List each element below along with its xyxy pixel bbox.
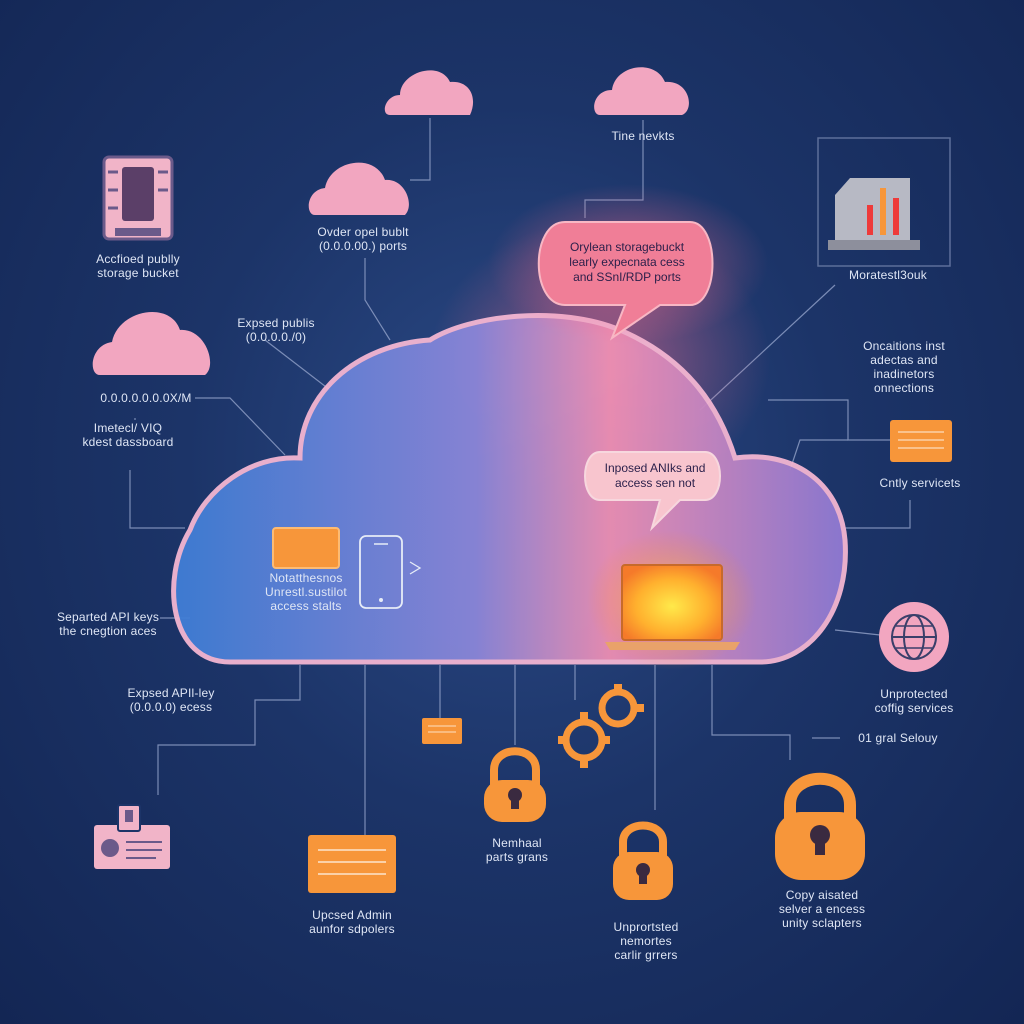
cloud-icon — [92, 312, 211, 375]
label-line: Unrestl.sustilot — [265, 585, 347, 599]
connector-lines — [129, 118, 911, 850]
label-ip-range: 0.0.0.0.0.0.0X/M — [100, 391, 192, 405]
label-line: Ovder opel bublt — [317, 225, 409, 239]
label-entity-services: Cntly servicets — [879, 476, 961, 490]
label-line: Unprortsted — [613, 920, 679, 934]
label-monitoring-book: Moratestl3ouk — [849, 268, 927, 282]
chart-monitor-icon — [817, 137, 951, 267]
globe-icon — [879, 602, 949, 672]
bubble-line: and SSnI/RDP ports — [573, 270, 681, 284]
label-line: nemortes — [620, 934, 672, 948]
label-line: selver a encess — [778, 902, 866, 916]
server-icon — [102, 155, 174, 241]
label-dashboard: Imetecl/ VIQ kdest dassboard — [82, 421, 173, 449]
label-unprotected-remote: Unprortsted nemortes carlir grrers — [614, 920, 679, 962]
id-card-icon — [94, 804, 170, 869]
label-exposed-public: Expsed publis (0.0.0.0./0) — [237, 316, 314, 344]
label-line: Oncaitions inst — [863, 339, 945, 353]
gear-icon — [562, 688, 638, 762]
cloud-icon — [594, 67, 689, 115]
label-line: aunfor sdpolers — [309, 922, 395, 936]
laptop-icon — [587, 530, 757, 670]
padlock-icon — [613, 821, 673, 900]
speech-bubble-top — [488, 184, 768, 344]
label-line: storage bucket — [97, 266, 179, 280]
label-copy-services: Copy aisated selver a encess unity sclap… — [779, 888, 865, 930]
label-center-left: Notatthesnos Unrestl.sustilot access sta… — [265, 571, 347, 613]
label-admin-panel: Upcsed Admin aunfor sdpolers — [309, 908, 395, 936]
label-unprotected-config: Unprotected coffig services — [875, 687, 954, 715]
label-top-right-cloud: Tine nevkts — [611, 129, 675, 143]
label-line: kdest dassboard — [82, 435, 174, 449]
label-line: (0.0.0.0./0) — [245, 330, 307, 344]
label-line: access stalts — [270, 599, 342, 613]
speech-bubble-right — [584, 451, 721, 532]
label-line: Unprotected — [880, 687, 948, 701]
label-line: coffig services — [874, 701, 954, 715]
label-exposed-ports-top: Ovder opel bublt (0.0.0.00.) ports — [317, 225, 408, 253]
label-line: Separted API keys — [56, 610, 160, 624]
cloud-icon — [384, 70, 474, 115]
label-storage-bucket: Accfioed publly storage bucket — [96, 252, 180, 280]
label-line: (0.0.0.00.) ports — [318, 239, 408, 253]
cloud-icon — [308, 162, 409, 215]
label-line: Nemhaal — [492, 836, 542, 850]
card-icon — [272, 527, 340, 569]
label-operations: Oncaitions inst adectas and inadinetors … — [863, 339, 945, 395]
bubble-line: learly expecnata cess — [569, 255, 685, 269]
label-line: onnections — [873, 381, 935, 395]
card-icon — [422, 718, 462, 744]
bubble-top-text: Orylean storagebuckt learly expecnata ce… — [569, 240, 684, 285]
label-line: adectas and — [870, 353, 938, 367]
label-line: Expsed publis — [237, 316, 315, 330]
label-global-security: 01 gral Selouy — [858, 731, 938, 745]
label-network-ports: Nemhaal parts grans — [486, 836, 548, 864]
bubble-right-text: Inposed ANIks and access sen not — [605, 461, 706, 491]
padlock-icon — [775, 772, 865, 880]
phone-icon — [359, 535, 422, 609]
label-line: inadinetors — [873, 367, 935, 381]
label-line: Copy aisated — [785, 888, 859, 902]
label-line: Expsed APIl-ley — [127, 686, 215, 700]
label-api-key-exposed: Expsed APIl-ley (0.0.0.0) ecess — [127, 686, 214, 714]
gear-icon-teeth — [558, 684, 644, 768]
label-line: Imetecl/ VIQ — [93, 421, 163, 435]
label-line: (0.0.0.0) ecess — [129, 700, 213, 714]
admin-panel-icon — [308, 835, 396, 893]
label-line: Notatthesnos — [269, 571, 343, 585]
bubble-line: Orylean storagebuckt — [569, 240, 685, 254]
label-line: carlir grrers — [614, 948, 678, 962]
label-api-keys: Separted API keys the cnegtion aces — [57, 610, 159, 638]
label-line: Accfioed publly — [96, 252, 180, 266]
label-line: Upcsed Admin — [312, 908, 392, 922]
bubble-line: access sen not — [614, 476, 696, 490]
card-icon — [890, 420, 952, 462]
bubble-line: Inposed ANIks and — [604, 461, 706, 475]
label-line: unity sclapters — [782, 916, 862, 930]
label-line: parts grans — [485, 850, 549, 864]
padlock-icon — [484, 747, 546, 822]
label-line: the cnegtion aces — [59, 624, 157, 638]
